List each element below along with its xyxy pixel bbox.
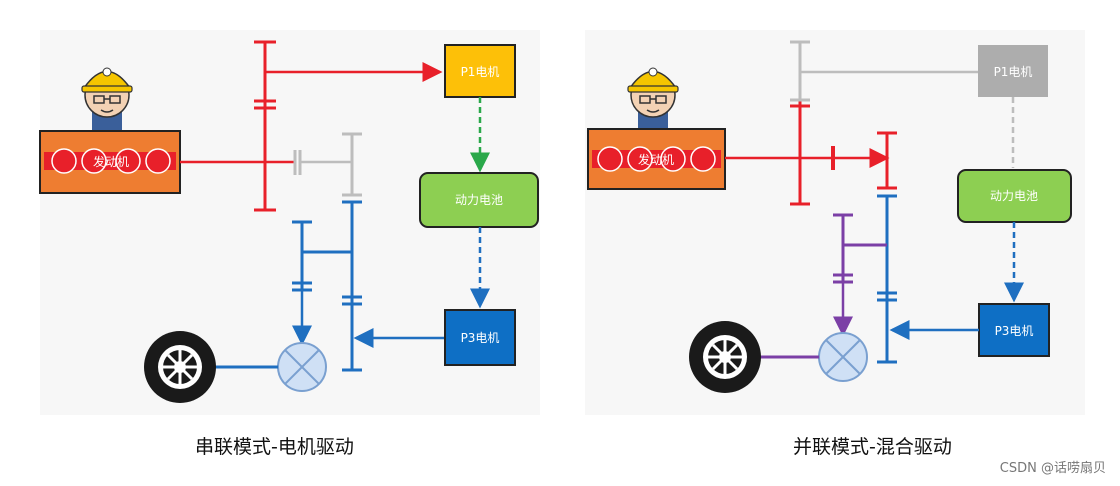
p3-motor-label: P3电机	[995, 324, 1034, 338]
engine-block	[587, 128, 726, 190]
worker-icon	[627, 67, 679, 130]
differential-icon	[277, 342, 327, 392]
watermark: CSDN @话唠扇贝	[999, 461, 1106, 476]
left-diagram: 发动机	[39, 40, 539, 403]
right-diagram: 发动机 P1电机 动力电池 P3电机	[587, 40, 1072, 393]
p1-motor-box	[444, 44, 516, 98]
battery-label: 动力电池	[455, 193, 503, 207]
wheel-icon	[689, 321, 761, 393]
wheel-icon	[144, 331, 216, 403]
p1-motor-box	[978, 45, 1048, 97]
p1-motor-label: P1电机	[994, 65, 1033, 79]
worker-icon	[81, 67, 133, 130]
engine-label: 发动机	[93, 154, 129, 169]
left-caption: 串联模式-电机驱动	[195, 436, 354, 458]
battery-label: 动力电池	[990, 189, 1038, 203]
engine-block	[39, 130, 181, 194]
differential-icon	[818, 332, 868, 382]
engine-label: 发动机	[638, 152, 674, 167]
p3-motor-label: P3电机	[461, 331, 500, 345]
p1-motor-label: P1电机	[461, 65, 500, 79]
p3-motor-box	[978, 303, 1050, 357]
p3-motor-box	[444, 309, 516, 366]
right-caption: 并联模式-混合驱动	[793, 436, 952, 458]
